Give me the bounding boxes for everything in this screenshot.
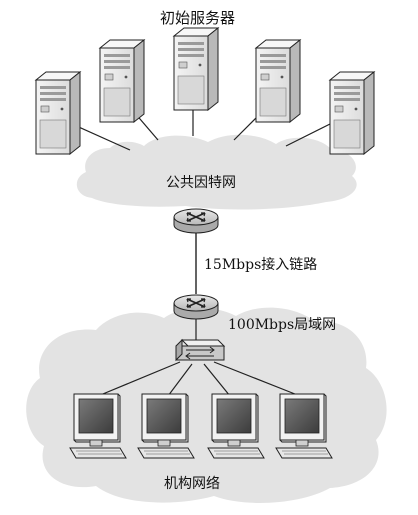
origin-servers-label: 初始服务器 <box>160 9 235 27</box>
public-router-icon <box>173 208 219 234</box>
access-link-label: 15Mbps接入链路 <box>204 256 317 273</box>
lan-links <box>97 318 301 397</box>
public-internet-cloud <box>76 134 357 210</box>
desktop-computer-icon <box>137 393 195 459</box>
desktop-computer-icon <box>275 393 333 459</box>
institutional-router-icon <box>173 294 219 320</box>
public-internet-label: 公共因特网 <box>166 175 236 191</box>
origin-servers <box>35 27 375 155</box>
server-icon <box>99 39 145 123</box>
server-icon <box>173 27 219 111</box>
desktop-computer-icon <box>207 393 265 459</box>
lan-label: 100Mbps局域网 <box>228 317 336 333</box>
server-links <box>71 110 331 151</box>
desktop-computer-icon <box>69 393 127 459</box>
lan-switch-icon <box>175 338 226 362</box>
institutional-network-label: 机构网络 <box>164 476 220 492</box>
server-icon <box>255 39 301 123</box>
server-icon <box>35 71 81 155</box>
server-icon <box>329 71 375 155</box>
